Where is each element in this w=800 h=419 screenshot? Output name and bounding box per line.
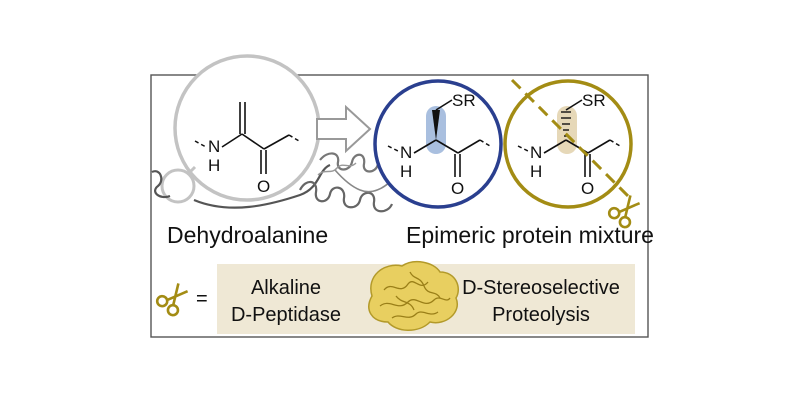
d-epimer-structure: SR N H O [503,78,633,209]
atom-sr-gold: SR [582,91,606,110]
atom-o-blue: O [451,179,464,198]
atom-n-left: N [208,137,220,156]
legend-scissors-icon [155,283,189,317]
legend-equals: = [196,288,208,310]
atom-sr-blue: SR [452,91,476,110]
reaction-arrow [316,104,372,154]
gray-magnifier-ring [173,54,321,202]
dehydroalanine-structure: N H O [160,54,321,204]
atom-n-blue: N [400,143,412,162]
figure-frame [150,74,649,338]
cleavage-dashed-line [510,78,630,198]
atom-h-gold: H [530,162,542,181]
legend-line2-right: Proteolysis [492,304,590,326]
epimeric-mixture-label: Epimeric protein mixture [406,222,654,248]
small-magnifier-ring [160,168,196,204]
atom-n-gold: N [530,143,542,162]
scissors-icon [607,195,641,229]
dehydroalanine-label: Dehydroalanine [167,222,328,248]
atom-o-left: O [257,177,270,196]
atom-h-left: H [208,156,220,175]
l-epimer-structure: SR N H O [373,79,503,209]
legend-line1-left: Alkaline [251,277,321,299]
atom-o-gold: O [581,179,594,198]
legend-line1-right: D-Stereoselective [462,277,620,299]
legend-line2-left: D-Peptidase [231,304,341,326]
atom-h-blue: H [400,162,412,181]
enzyme-structure [368,260,460,331]
